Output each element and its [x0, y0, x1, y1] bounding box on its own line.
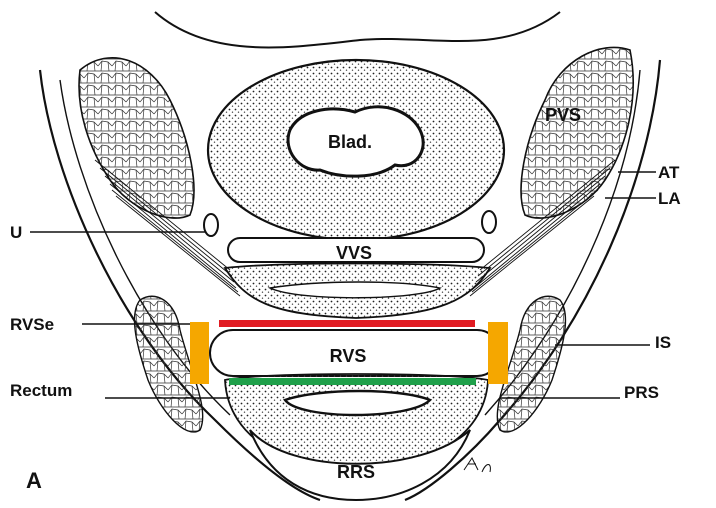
right-ureter [482, 211, 496, 233]
left-orange-bar [190, 322, 209, 384]
label-prs: PRS [624, 383, 659, 402]
right-orange-bar [488, 322, 508, 384]
peritoneal-curve [155, 12, 560, 47]
red-marker-line [219, 320, 475, 327]
right-paravesical-fat [521, 47, 633, 218]
artist-signature [464, 458, 490, 472]
label-bladder: Blad. [328, 132, 372, 152]
label-u: U [10, 223, 22, 242]
label-rrs: RRS [337, 462, 375, 482]
label-rvse: RVSe [10, 315, 54, 334]
label-is: IS [655, 333, 671, 352]
panel-letter: A [26, 468, 42, 493]
label-rvs: RVS [330, 346, 367, 366]
label-at: AT [658, 163, 680, 182]
label-rectum: Rectum [10, 381, 72, 400]
label-vvs: VVS [336, 243, 372, 263]
label-pvs: PVS [545, 105, 581, 125]
left-ureter [204, 214, 218, 236]
green-marker-line [229, 378, 476, 385]
label-la: LA [658, 189, 681, 208]
